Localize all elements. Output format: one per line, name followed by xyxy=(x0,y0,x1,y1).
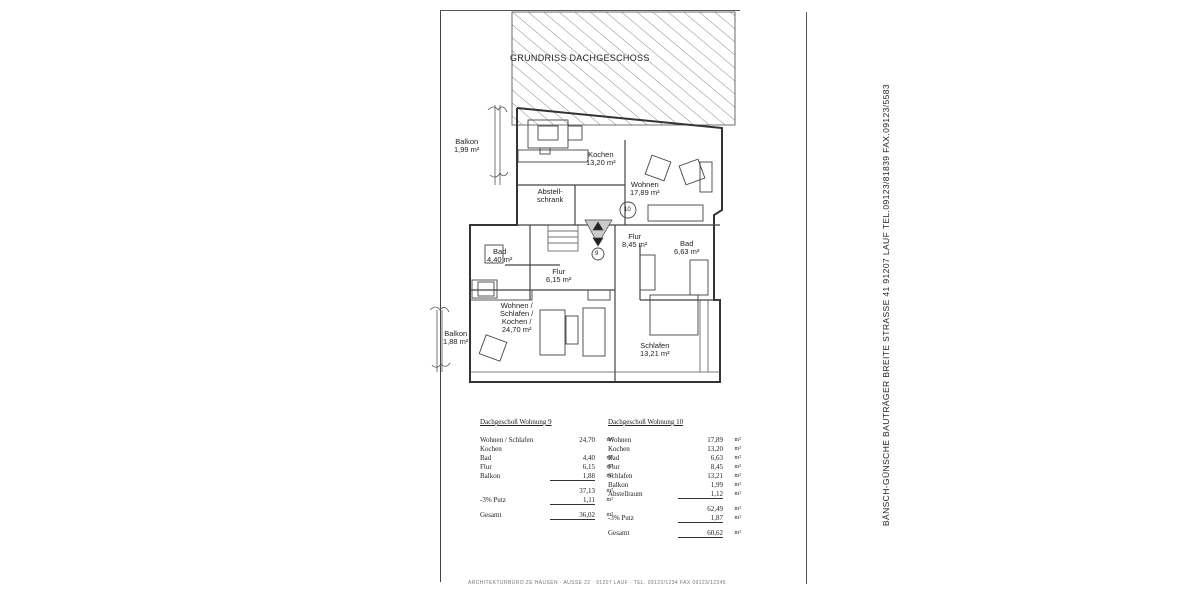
stair xyxy=(547,219,613,252)
table-row: Kochen xyxy=(480,445,502,453)
balcony-railings xyxy=(429,105,720,373)
frame-border-right xyxy=(806,12,807,584)
hatched-neighbour-area xyxy=(511,11,736,126)
developer-contact-info: BÄNSCH-GÜNSCHE BAUTRÄGER BREITE STRASSE … xyxy=(881,83,891,527)
room-label-wohnen-9: Wohnen /Schlafen /Kochen /24,70 m² xyxy=(500,301,534,334)
table-header: Dachgeschoß Wohnung 10 xyxy=(608,418,684,426)
unit-marker-9: 9 xyxy=(595,251,599,257)
unit-marker-10: 10 xyxy=(624,207,631,213)
frame-border-left xyxy=(440,10,441,582)
footer-stamp: ARCHITEKTURBÜRO ZE HAUSEN · AUSSE 22 · 9… xyxy=(468,580,726,586)
table-header: Dachgeschoß Wohnung 9 xyxy=(480,418,552,426)
room-label-abstellschrank: Abstell-schrank xyxy=(537,187,564,204)
furniture xyxy=(469,119,713,362)
plan-title: GRUNDRISS DACHGESCHOSS xyxy=(510,53,650,63)
frame-border-top xyxy=(440,10,740,11)
